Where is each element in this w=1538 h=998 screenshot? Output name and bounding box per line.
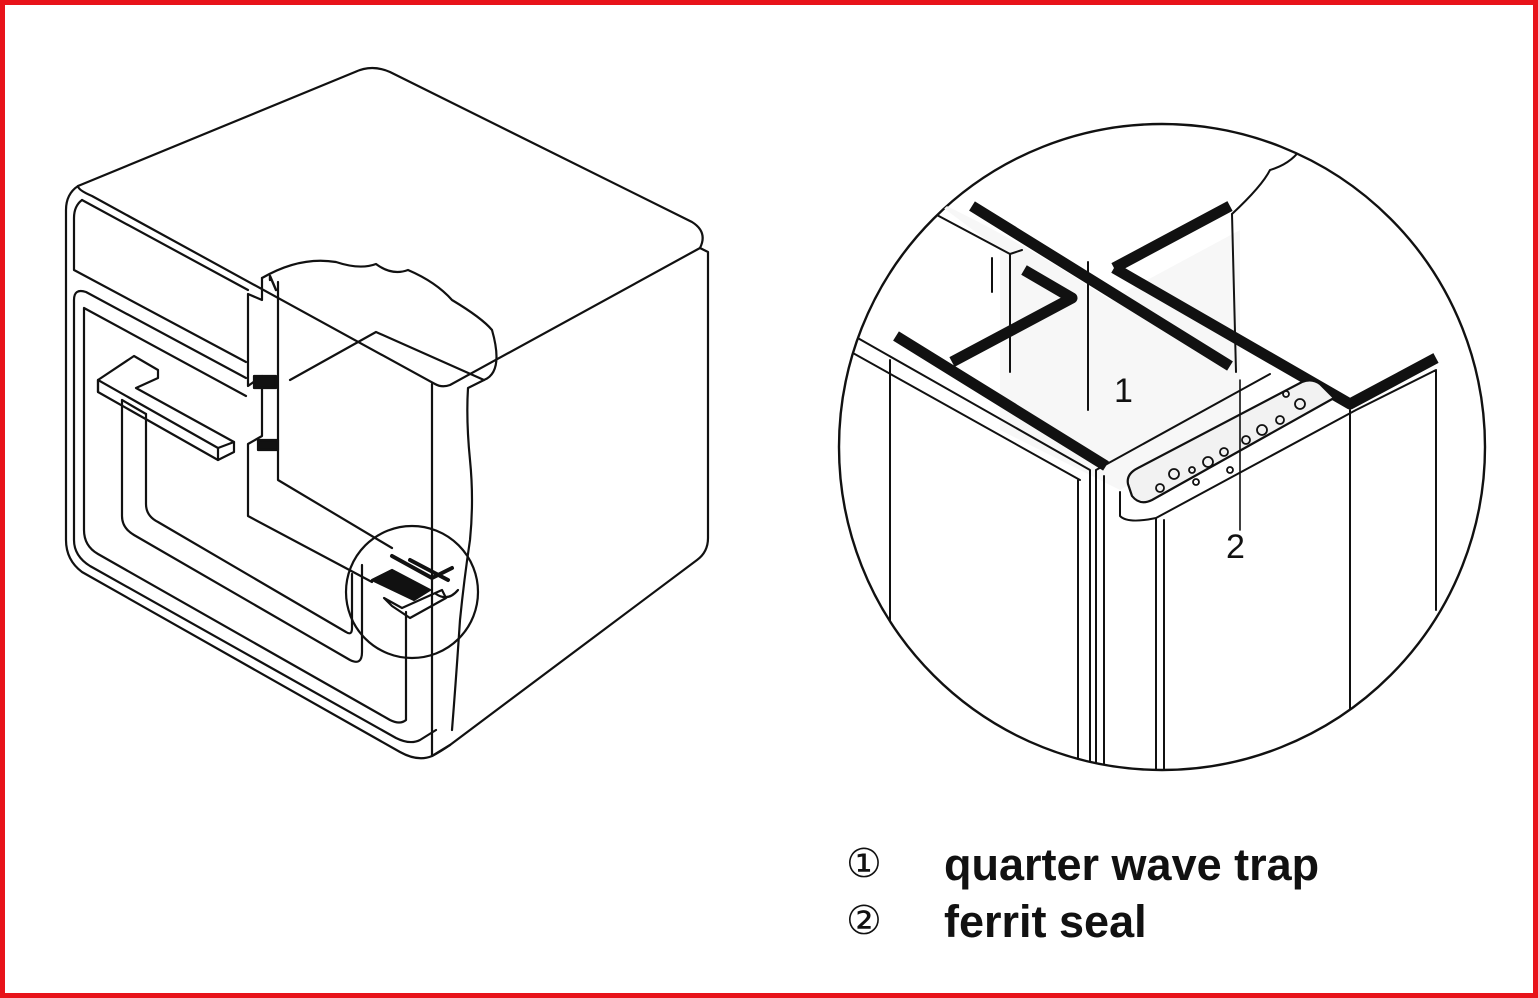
left-wall	[839, 319, 1091, 770]
oven-front-outer	[64, 184, 452, 760]
door-window	[120, 398, 364, 663]
legend-number: ①	[846, 841, 882, 887]
door-handle	[96, 354, 236, 462]
door-outline	[72, 289, 438, 744]
cutaway-edge	[260, 259, 498, 732]
callout-1: 1	[1114, 372, 1133, 410]
legend-label: ferrit seal	[944, 896, 1147, 947]
legend-item: ② ferrit seal	[846, 893, 1319, 950]
legend-number: ②	[846, 898, 882, 944]
quarter-wave-trap	[893, 201, 1439, 471]
cavity-choke-slot	[246, 276, 394, 584]
legend-label: quarter wave trap	[944, 839, 1320, 890]
control-panel-band	[72, 198, 248, 364]
callout-2: 2	[1226, 528, 1245, 566]
detail-lens: 1 2	[837, 122, 1487, 772]
door-inner	[82, 306, 408, 724]
zoom-circle	[344, 524, 480, 660]
legend-item: ① quarter wave trap	[846, 836, 1319, 893]
oven-side-face	[430, 246, 710, 758]
oven-drawing	[64, 66, 710, 760]
legend: ① quarter wave trap ② ferrit seal	[846, 836, 1319, 950]
